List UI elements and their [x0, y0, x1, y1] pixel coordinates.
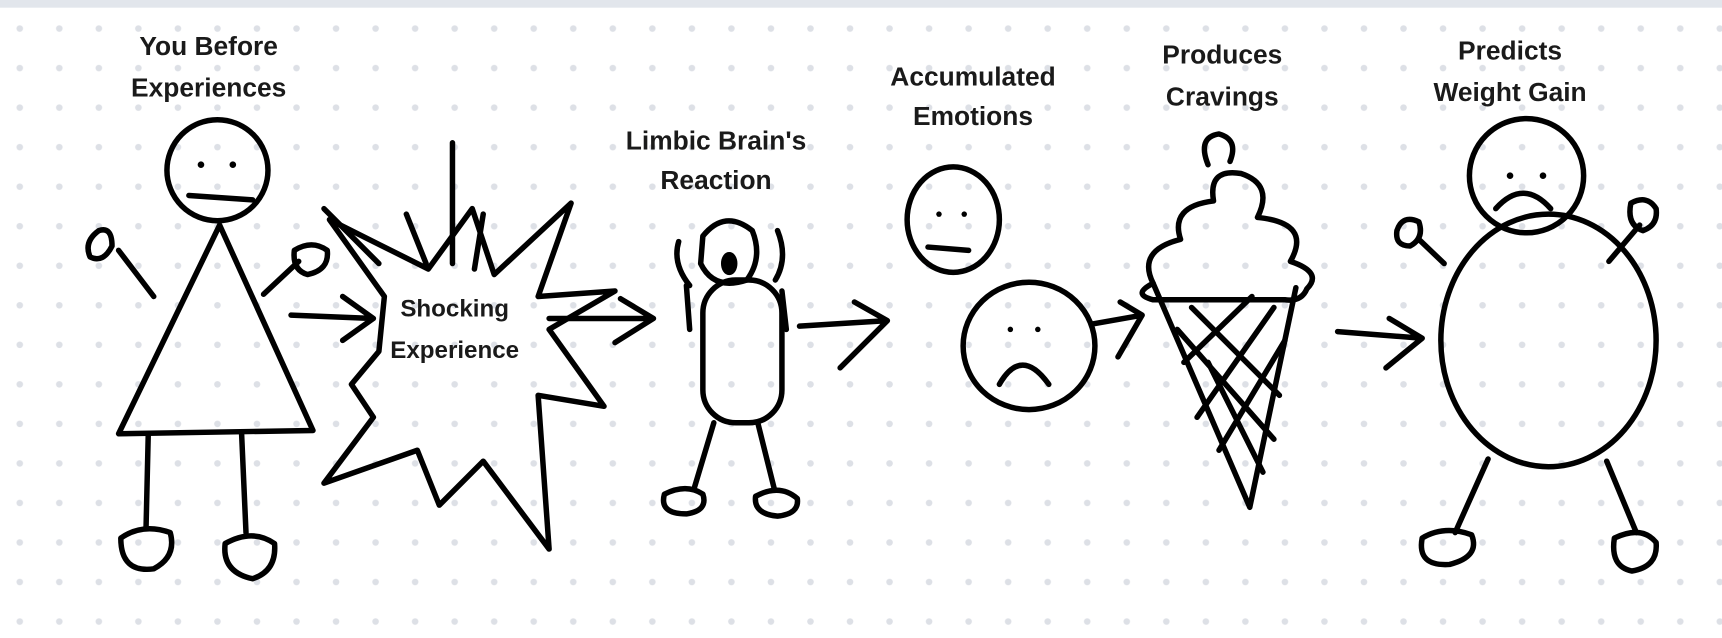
- sad-overweight-figure-icon: [1393, 115, 1660, 574]
- stage-limbic-reaction: Limbic Brain's Reaction: [626, 125, 806, 519]
- stage-produces-cravings: Produces Cravings: [1139, 40, 1316, 511]
- arrow-icon: [288, 293, 377, 344]
- arrow-icon: [1334, 315, 1425, 371]
- sad-face-icon: [960, 279, 1098, 413]
- stage-accumulated-emotions: Accumulated Emotions: [890, 62, 1098, 413]
- stage-label-line1: Predicts: [1458, 35, 1562, 65]
- stage-label-line2: Emotions: [913, 101, 1033, 131]
- stage-label-line1: You Before: [139, 31, 278, 61]
- ice-cream-cone-icon: [1139, 131, 1316, 511]
- stage-label-line2: Experience: [390, 337, 519, 364]
- stage-label-line2: Reaction: [660, 165, 771, 195]
- top-band: [0, 0, 1722, 8]
- stage-label-line2: Cravings: [1166, 81, 1279, 111]
- stage-predicts-weight-gain: Predicts Weight Gain: [1393, 35, 1660, 574]
- screaming-figure-icon: [660, 218, 801, 519]
- neutral-face-icon: [904, 164, 1003, 276]
- explosion-starburst-icon: [321, 140, 618, 552]
- stage-label-line1: Produces: [1162, 40, 1282, 70]
- stage-label-line1: Accumulated: [890, 62, 1055, 92]
- stage-label-line1: Shocking: [400, 295, 509, 322]
- arrow-icon: [1089, 299, 1145, 360]
- stage-label-line2: Weight Gain: [1433, 77, 1586, 107]
- stage-label-line1: Limbic Brain's: [626, 125, 806, 155]
- stage-shocking-experience: Shocking Experience: [321, 140, 618, 552]
- arrow-icon: [546, 295, 657, 346]
- neutral-stick-figure-icon: [85, 116, 331, 582]
- stage-label-line2: Experiences: [131, 73, 286, 103]
- arrow-icon: [796, 299, 891, 371]
- stage-you-before: You Before Experiences: [85, 31, 331, 582]
